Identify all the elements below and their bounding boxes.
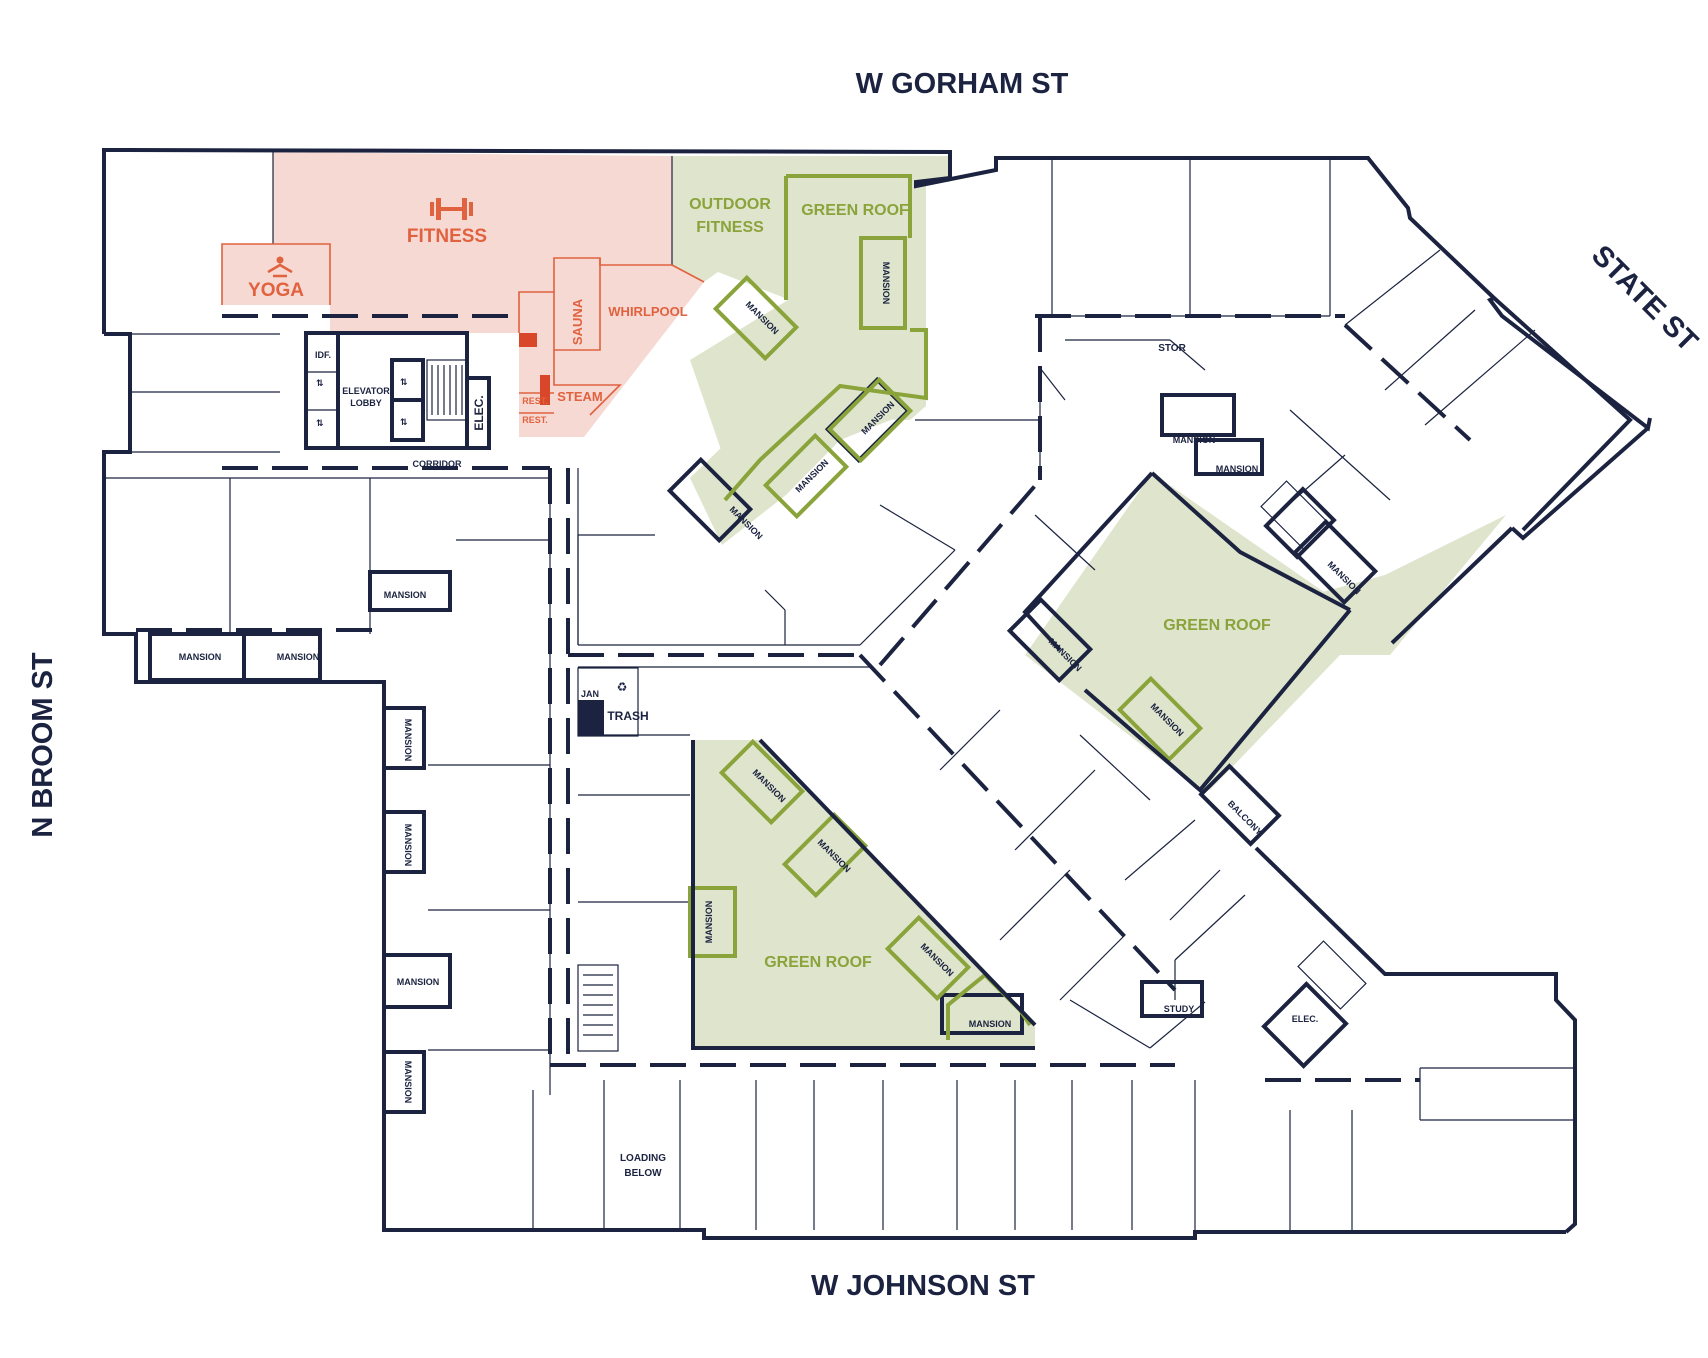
mansion-label: MANSION — [179, 652, 222, 662]
study-label: STUDY — [1164, 1004, 1195, 1014]
fitness-walls — [221, 243, 705, 416]
elevator-lobby-label-1: ELEVATOR — [342, 386, 390, 396]
mansion-label: MANSION — [403, 824, 413, 867]
street-south: W JOHNSON ST — [811, 1270, 1035, 1302]
mansion-units-green — [688, 236, 1204, 1040]
outdoor-fitness-label-1: OUTDOOR — [689, 196, 771, 213]
elevator-icon: ⇅ — [316, 418, 324, 428]
sauna-label: SAUNA — [570, 298, 585, 345]
whirlpool-label: WHIRLPOOL — [608, 304, 687, 319]
mansion-label: MANSION — [1173, 435, 1216, 445]
elevator-icon: ⇅ — [316, 378, 324, 388]
outer-wall-southeast — [1254, 846, 1577, 1234]
mansion-label: MANSION — [397, 977, 440, 987]
dumbbell-icon — [430, 198, 473, 220]
elec-east-label: ELEC. — [1292, 1014, 1319, 1024]
mansion-label: MANSION — [403, 719, 413, 762]
stor-label: STOR — [1158, 343, 1186, 354]
outer-wall-north-east — [914, 156, 1652, 541]
idf-label: IDF. — [315, 350, 331, 360]
elevator-lobby-label-2: LOBBY — [350, 398, 382, 408]
balcony-label: BALCONY — [1226, 799, 1265, 838]
elevator-icon: ⇅ — [400, 417, 408, 427]
outer-wall-east-angle — [1492, 296, 1633, 532]
elevator-icon: ⇅ — [400, 377, 408, 387]
stair-icon — [431, 365, 463, 415]
loading-label-1: LOADING — [620, 1153, 666, 1164]
elevator-core-west: ⇅ ⇅ ⇅ ⇅ — [304, 331, 491, 450]
fitness-label: FITNESS — [407, 226, 487, 247]
rest-label-1: REST. — [522, 396, 548, 406]
rest-label-2: REST. — [522, 415, 548, 425]
mansion-label: MANSION — [969, 1019, 1012, 1029]
mansion-label: MANSION — [384, 590, 427, 600]
corridors — [136, 314, 1472, 1082]
outer-wall-west — [102, 147, 952, 334]
outdoor-fitness-zone — [672, 156, 950, 545]
recycle-icon: ♻ — [617, 680, 628, 694]
steam-label: STEAM — [557, 389, 603, 404]
green-roof-north-label: GREEN ROOF — [801, 202, 909, 219]
mansion-label: MANSION — [277, 652, 320, 662]
street-east: STATE ST — [1585, 239, 1704, 358]
outer-wall-south — [426, 1228, 1566, 1240]
outdoor-fitness-label-2: FITNESS — [696, 219, 764, 236]
street-west: N BROOM ST — [27, 652, 59, 838]
green-roof-borders — [691, 174, 1352, 1050]
corridor-label: CORRIDOR — [413, 459, 462, 469]
fitness-zone — [222, 152, 704, 437]
stair-icon — [583, 974, 613, 1036]
loading-label-2: BELOW — [624, 1168, 662, 1179]
mansion-label: MANSION — [403, 1061, 413, 1104]
jan-label: JAN — [581, 689, 599, 699]
mansion-label: MANSION — [1216, 464, 1259, 474]
mansion-label: MANSION — [881, 262, 891, 305]
misc-rooms — [577, 486, 1349, 1069]
trash-label: TRASH — [607, 709, 648, 723]
street-north: W GORHAM ST — [856, 68, 1069, 100]
green-roof-south-label: GREEN ROOF — [764, 954, 872, 971]
yoga-label: YOGA — [248, 280, 304, 301]
mansion-units-dark — [148, 393, 1264, 1114]
outer-wall-east-roof — [1390, 526, 1514, 645]
green-roof-center-label: GREEN ROOF — [1163, 617, 1271, 634]
yoga-icon — [267, 256, 293, 278]
mansion-label: MANSION — [704, 901, 714, 944]
elec-west-label: ELEC. — [472, 395, 486, 430]
